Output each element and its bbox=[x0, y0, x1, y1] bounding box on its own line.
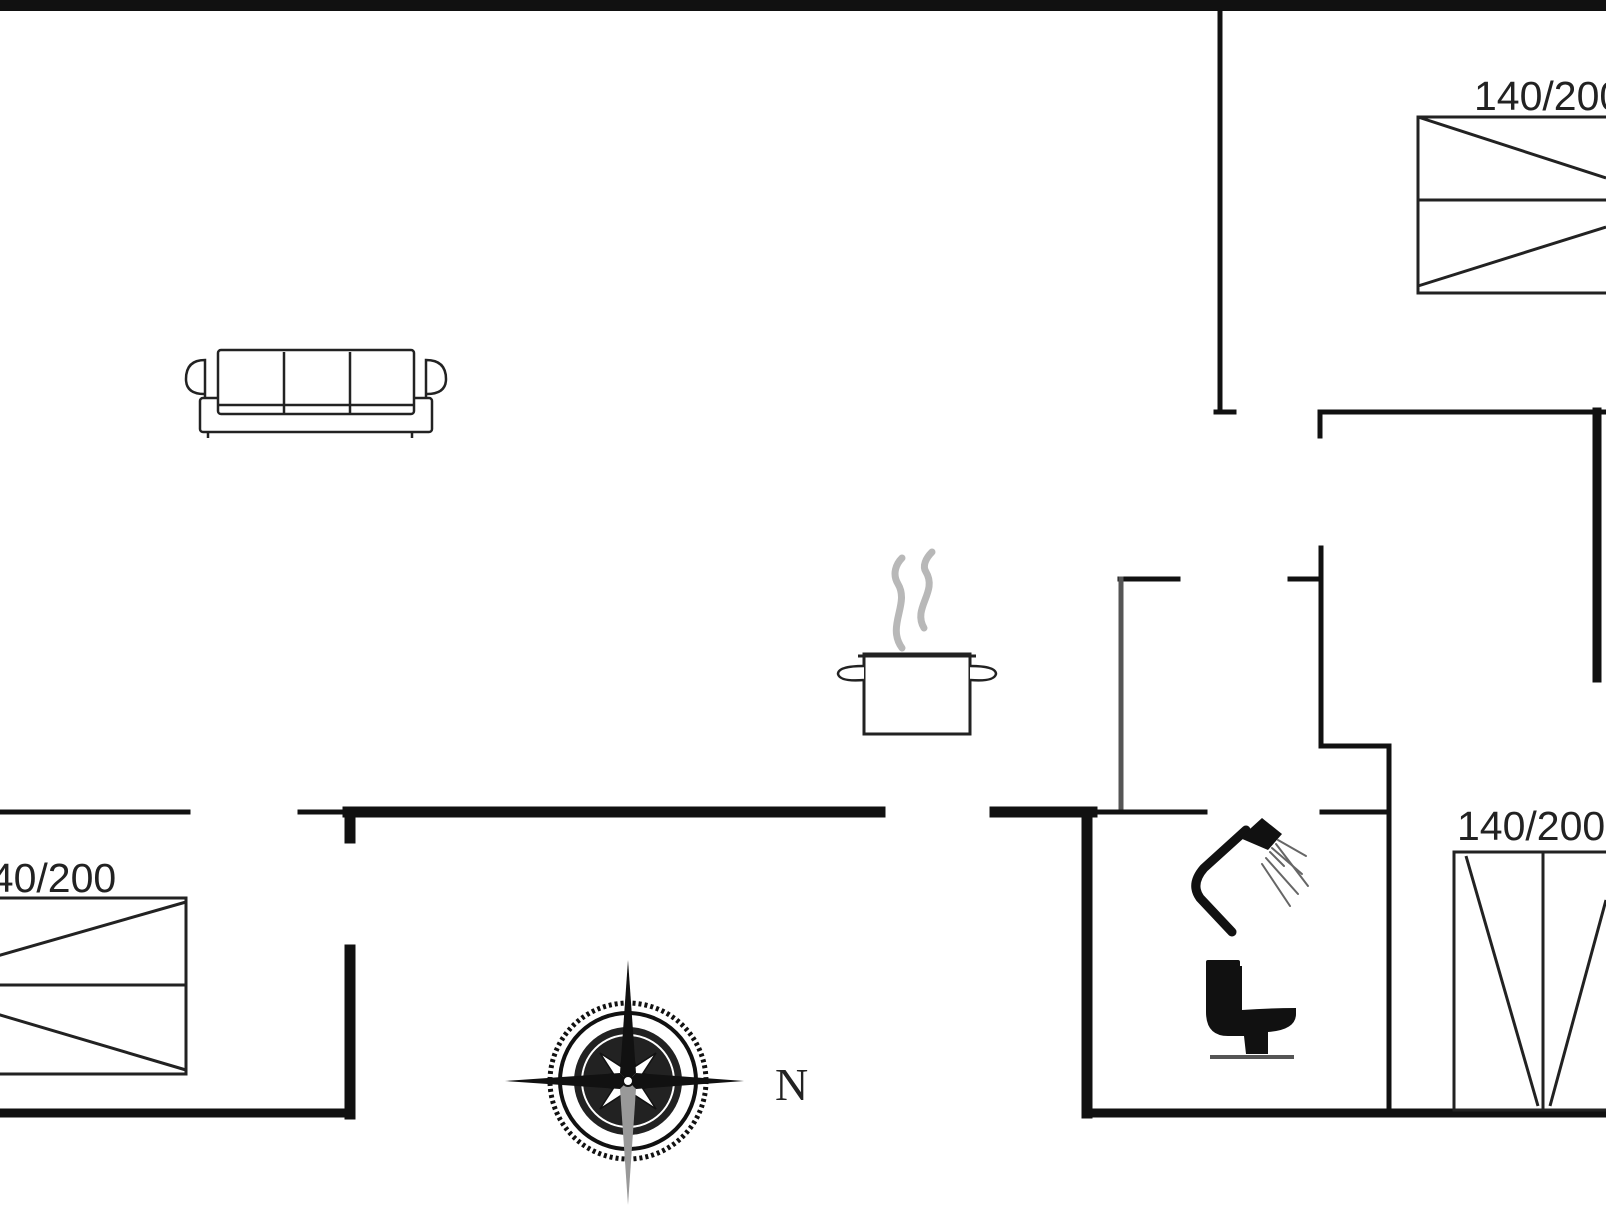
compass-rose-icon: N bbox=[505, 960, 808, 1205]
bed-bottom-left: 140/200 bbox=[0, 855, 188, 1076]
cooking-pot-icon bbox=[836, 548, 998, 736]
bed-size-label: 140/200 bbox=[0, 855, 116, 901]
walls bbox=[0, 0, 1606, 1120]
bed-top-right: 140/200 bbox=[1416, 73, 1606, 295]
bed-bottom-right: 140/200 bbox=[1452, 803, 1606, 1112]
sofa-icon bbox=[184, 348, 448, 438]
compass-north-label: N bbox=[775, 1059, 808, 1110]
bed-size-label: 140/200 bbox=[1457, 803, 1605, 849]
bed-size-label: 140/200 bbox=[1474, 73, 1606, 119]
shower-icon bbox=[1191, 818, 1309, 937]
toilet-icon bbox=[1206, 960, 1296, 1059]
